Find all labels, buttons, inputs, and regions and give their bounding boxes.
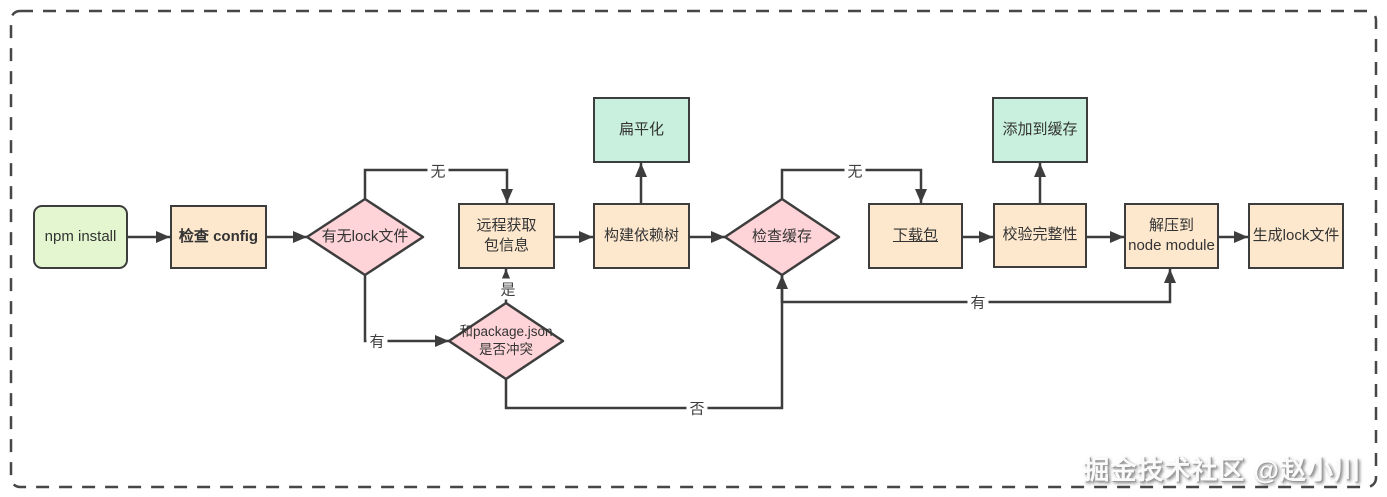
node-check-config: 检查 config <box>170 205 267 269</box>
edge-label-lock-yes: 有 <box>366 330 388 352</box>
decision-has-lock-file-shape <box>305 197 425 277</box>
node-download-package: 下载包 <box>868 203 963 269</box>
node-fetch-remote-package-info: 远程获取 包信息 <box>458 203 555 269</box>
decision-check-cache-shape <box>723 197 841 277</box>
node-build-dependency-tree: 构建依赖树 <box>593 203 690 269</box>
edge-label-lock-no: 无 <box>427 160 449 182</box>
edge-label-conflict-yes: 是 <box>497 278 519 300</box>
decision-conflict-package-json-shape <box>447 301 565 381</box>
node-conflict-with-package-json: 和package.json 是否冲突 <box>459 324 553 357</box>
edge-has-lock-yes-to-conflict <box>363 275 449 347</box>
node-check-cache: 检查缓存 <box>751 228 812 246</box>
edge-label-cache-no: 无 <box>844 160 866 182</box>
node-npm-install: npm install <box>33 205 128 269</box>
dashed-frame <box>9 9 1378 489</box>
watermark: 掘金技术社区 @赵小川 <box>1083 455 1361 485</box>
node-add-to-cache: 添加到缓存 <box>992 97 1088 163</box>
node-extract-to-node-module: 解压到 node module <box>1124 203 1219 269</box>
node-verify-integrity: 校验完整性 <box>993 203 1087 268</box>
edge-label-cache-yes: 有 <box>967 291 989 313</box>
node-generate-lock-file: 生成lock文件 <box>1248 203 1344 269</box>
node-has-lock-file: 有无lock文件 <box>321 228 409 246</box>
edge-label-conflict-no: 否 <box>686 397 708 419</box>
edge-conflict-no-to-check-cache <box>504 275 788 410</box>
node-flatten: 扁平化 <box>593 97 690 163</box>
